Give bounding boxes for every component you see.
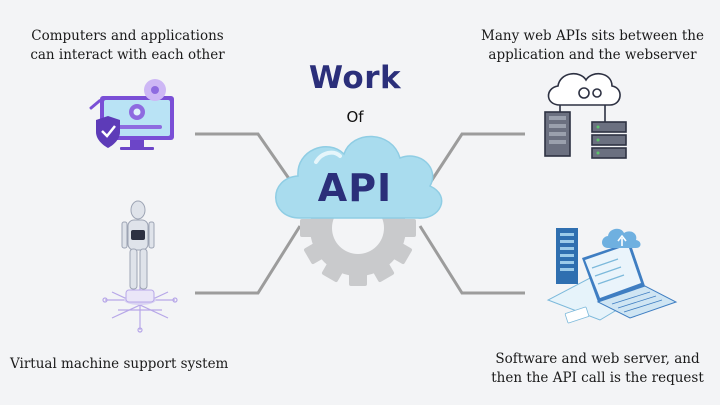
caption-bottom-left: Virtual machine support system [10, 356, 229, 372]
connector-bottom-left [195, 225, 302, 295]
cloud-server-rack-icon [544, 73, 627, 159]
title-work: Work [308, 60, 402, 96]
computer-shield-gear-icon [89, 79, 174, 150]
api-label: API [317, 166, 393, 210]
caption-top-right: Many web APIs sits between the applicati… [481, 28, 704, 63]
robot-circuit-icon [102, 200, 178, 333]
laptop-cloud-server-icon [546, 228, 678, 324]
connector-bottom-right [418, 225, 525, 295]
caption-bottom-right: Software and web server, and then the AP… [491, 351, 704, 386]
connector-top-left [195, 132, 294, 184]
connector-lines [195, 132, 525, 295]
connector-top-right [428, 132, 525, 184]
title-of: Of [346, 108, 364, 126]
caption-top-left: Computers and applications can interact … [30, 28, 225, 63]
cloud-icon [275, 135, 443, 219]
